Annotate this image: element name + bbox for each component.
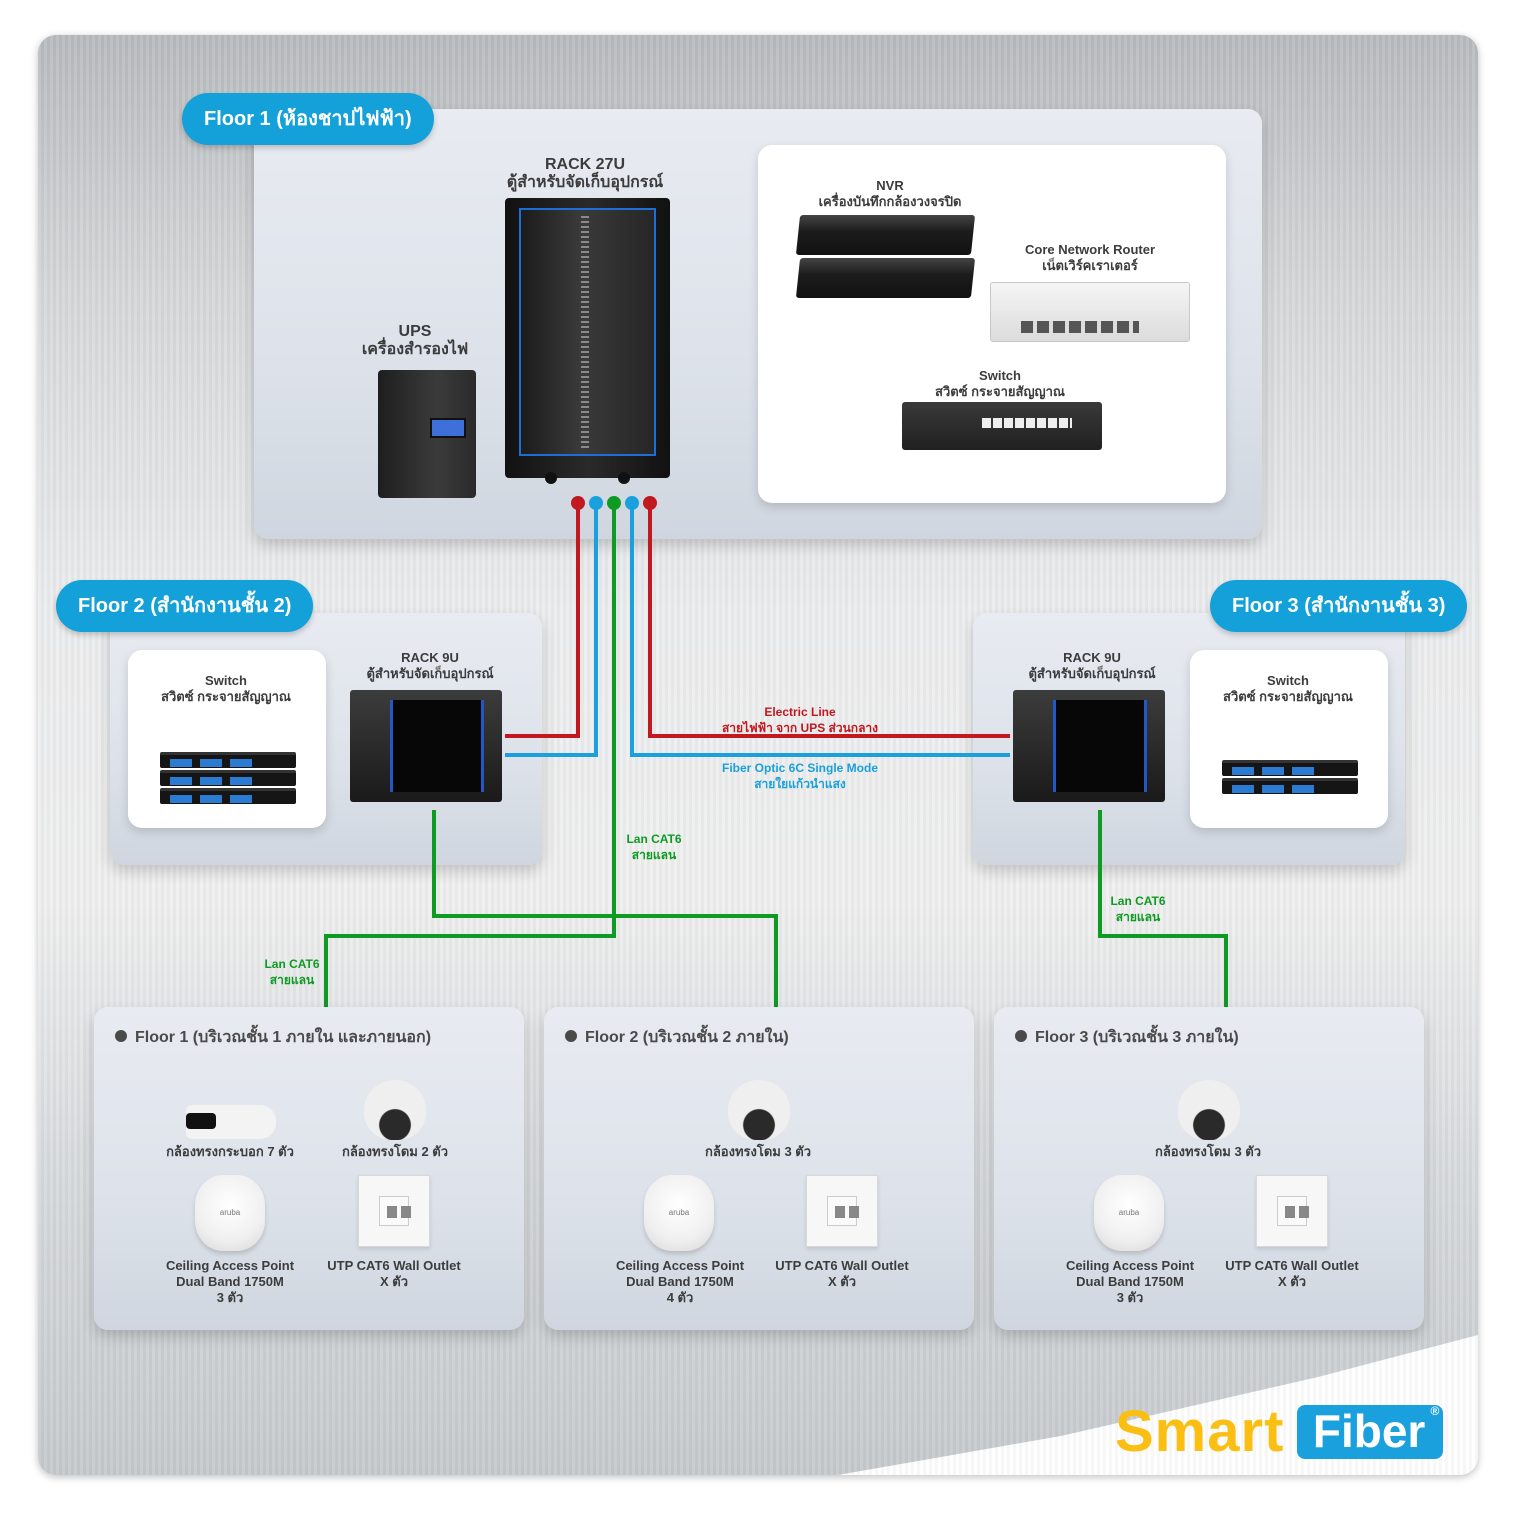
lan-line-floor2-zone: [432, 810, 778, 1008]
floor2-room-title: Floor 2 (สำนักงานชั้น 2): [56, 580, 314, 632]
access-point-icon: aruba: [195, 1175, 265, 1251]
fiber-line-floor3: [630, 504, 1010, 757]
wall-outlet-label: UTP CAT6 Wall Outlet X ตัว: [1225, 1258, 1359, 1289]
rack-wheel: [545, 472, 557, 484]
zone-floor2-title: Floor 2 (บริเวณชั้น 2 ภายใน): [565, 1025, 789, 1050]
lan-connector-dot: [607, 496, 621, 510]
ups-label: UPS เครื่องสำรองไฟ: [361, 323, 469, 358]
floor3-room-title: Floor 3 (สำนักงานชั้น 3): [1210, 580, 1468, 632]
wall-outlet-label: UTP CAT6 Wall Outlet X ตัว: [775, 1258, 909, 1289]
dome-camera-icon: [364, 1080, 426, 1140]
rack27u-label: RACK 27U ตู้สำหรับจัดเก็บอุปกรณ์: [506, 156, 664, 191]
smart-fiber-logo: Smart Fiber®: [1115, 1398, 1444, 1464]
floor2-switch-device: [160, 752, 296, 768]
zone-floor1-title: Floor 1 (บริเวณชั้น 1 ภายใน และภายนอก): [115, 1025, 431, 1050]
rack-wheel: [618, 472, 630, 484]
zone-floor3-title: Floor 3 (บริเวณชั้น 3 ภายใน): [1015, 1025, 1239, 1050]
fiber-line-label: Fiber Optic 6C Single Mode สายใยแก้วนำแส…: [721, 761, 879, 791]
lan-line-label: Lan CAT6 สายแลน: [1110, 894, 1166, 924]
logo-smart-text: Smart: [1115, 1399, 1285, 1464]
zone-floor1-panel: [94, 1007, 524, 1330]
electric-line-floor2: [505, 504, 580, 738]
floor1-switch-device: [902, 402, 1102, 450]
switch-ports: [982, 418, 1072, 428]
floor3-switch-device: [1222, 778, 1358, 794]
floor1-switch-label: Switch สวิตซ์ กระจายสัญญาณ: [935, 368, 1065, 399]
bullet-icon: [1015, 1030, 1027, 1042]
floor3-switch-device: [1222, 760, 1358, 776]
router-ports: [1021, 321, 1139, 333]
zone-floor2-panel: [544, 1007, 974, 1330]
electric-connector-dot: [571, 496, 585, 510]
fiber-connector-dot: [589, 496, 603, 510]
wall-outlet-icon: [806, 1175, 878, 1247]
router-label: Core Network Router เน็ตเวิร์คเราเตอร์: [1024, 242, 1156, 273]
access-point-icon: aruba: [1094, 1175, 1164, 1251]
rack-27u-device: [505, 198, 670, 484]
bullet-camera-icon: [186, 1105, 276, 1139]
lan-line-label: Lan CAT6 สายแลน: [626, 832, 682, 862]
ups-screen: [430, 418, 466, 438]
fiber-line-floor2: [505, 504, 598, 757]
fiber-connector-dot: [625, 496, 639, 510]
floor2-switch-device: [160, 770, 296, 786]
lan-line-floor3-zone: [1098, 810, 1228, 1008]
floor2-switch-label: Switch สวิตซ์ กระจายสัญญาณ: [161, 673, 291, 704]
wall-outlet-icon: [358, 1175, 430, 1247]
lan-line-floor1-zone: [324, 504, 616, 1008]
floor2-rack-label: RACK 9U ตู้สำหรับจัดเก็บอุปกรณ์: [366, 650, 494, 681]
ups-device: [378, 370, 476, 498]
zone-floor3-panel: [994, 1007, 1424, 1330]
rack-door: [519, 208, 656, 456]
bullet-camera-label: กล้องทรงกระบอก 7 ตัว: [166, 1144, 294, 1159]
dome-camera-icon: [1178, 1080, 1240, 1140]
floor1-room-title: Floor 1 (ห้องชาปไฟฟ้า): [182, 93, 434, 145]
floor2-switch-device: [160, 788, 296, 804]
floor3-rack-9u-device: [1013, 690, 1165, 802]
floor3-rack-label: RACK 9U ตู้สำหรับจัดเก็บอุปกรณ์: [1028, 650, 1156, 681]
dome-camera-label: กล้องทรงโดม 3 ตัว: [1154, 1144, 1262, 1159]
wall-outlet-icon: [1256, 1175, 1328, 1247]
dome-camera-label: กล้องทรงโดม 2 ตัว: [341, 1144, 449, 1159]
logo-fiber-badge: Fiber®: [1296, 1404, 1444, 1459]
dome-camera-label: กล้องทรงโดม 3 ตัว: [704, 1144, 812, 1159]
access-point-label: Ceiling Access Point Dual Band 1750M 3 ต…: [1065, 1258, 1195, 1305]
access-point-icon: aruba: [644, 1175, 714, 1251]
floor3-switch-card: [1190, 650, 1388, 828]
access-point-label: Ceiling Access Point Dual Band 1750M 3 ต…: [165, 1258, 295, 1305]
lan-line-label: Lan CAT6 สายแลน: [264, 957, 320, 987]
wall-outlet-label: UTP CAT6 Wall Outlet X ตัว: [327, 1258, 461, 1289]
core-router-device: [990, 282, 1190, 342]
electric-line-label: Electric Line สายไฟฟ้า จาก UPS ส่วนกลาง: [721, 705, 879, 735]
nvr-label: NVR เครื่องบันทึกกล้องวงจรปิด: [818, 178, 962, 209]
access-point-label: Ceiling Access Point Dual Band 1750M 4 ต…: [615, 1258, 745, 1305]
floor2-rack-9u-device: [350, 690, 502, 802]
electric-connector-dot: [643, 496, 657, 510]
bullet-icon: [565, 1030, 577, 1042]
bullet-icon: [115, 1030, 127, 1042]
floor3-switch-label: Switch สวิตซ์ กระจายสัญญาณ: [1223, 673, 1353, 704]
dome-camera-icon: [728, 1080, 790, 1140]
electric-line-floor3: [648, 504, 1010, 738]
